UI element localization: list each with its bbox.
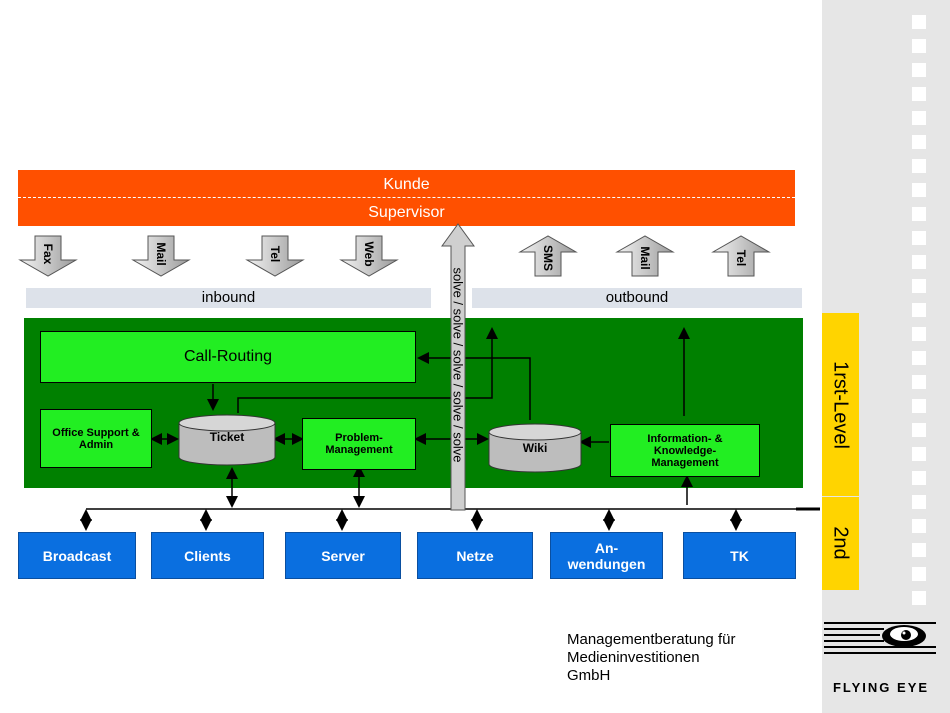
- brand-name: FLYING EYE: [832, 680, 930, 695]
- supervisor-label: Supervisor: [368, 204, 445, 221]
- mail-out-arrow: [615, 235, 675, 277]
- office-support-box: Office Support & Admin: [40, 409, 152, 468]
- second-level-bar: 2nd: [822, 497, 859, 590]
- server-box: Server: [285, 532, 401, 579]
- anwendungen-box: An-wendungen: [550, 532, 663, 579]
- first-level-label: 1rst-Level: [829, 361, 852, 449]
- problem-management-box: Problem-Management: [302, 418, 416, 470]
- broadcast-box: Broadcast: [18, 532, 136, 579]
- tel-out-arrow: [711, 235, 771, 277]
- fax-arrow: [18, 235, 78, 277]
- netze-box: Netze: [417, 532, 533, 579]
- clients-box: Clients: [151, 532, 264, 579]
- web-arrow: [339, 235, 399, 277]
- tk-box: TK: [683, 532, 796, 579]
- mail-in-arrow: [131, 235, 191, 277]
- channel-tel-out: Tel: [734, 249, 748, 267]
- connectors: [80, 327, 820, 531]
- channel-arrows: [18, 235, 771, 277]
- company-name: Managementberatung für Medieninvestition…: [567, 631, 736, 684]
- channel-web: Web: [362, 241, 376, 267]
- information-knowledge-box: Information- & Knowledge-Management: [610, 424, 760, 477]
- channel-mail-in: Mail: [154, 242, 168, 266]
- second-level-label: 2nd: [829, 526, 852, 560]
- channel-tel-in: Tel: [268, 245, 282, 263]
- kunde-label: Kunde: [383, 176, 430, 193]
- sms-arrow: [518, 235, 578, 277]
- wiki-label: Wiki: [522, 441, 548, 455]
- call-routing-box: Call-Routing: [40, 331, 416, 383]
- ticket-database: [178, 414, 276, 466]
- wiki-database: [488, 423, 582, 473]
- inbound-bar: inbound: [26, 288, 431, 308]
- outbound-bar: outbound: [472, 288, 802, 308]
- kunde-supervisor-bar: Kunde Supervisor: [18, 170, 795, 226]
- ticket-label: Ticket: [209, 430, 245, 444]
- channel-mail-out: Mail: [638, 246, 652, 270]
- flying-eye-logo: [824, 622, 936, 654]
- tel-in-arrow: [245, 235, 305, 277]
- channel-sms: SMS: [541, 244, 555, 272]
- solve-label: solve / solve / solve / solve / solve: [450, 267, 466, 463]
- solve-arrow: [441, 223, 475, 511]
- channel-fax: Fax: [41, 243, 55, 265]
- first-level-bar: 1rst-Level: [822, 313, 859, 496]
